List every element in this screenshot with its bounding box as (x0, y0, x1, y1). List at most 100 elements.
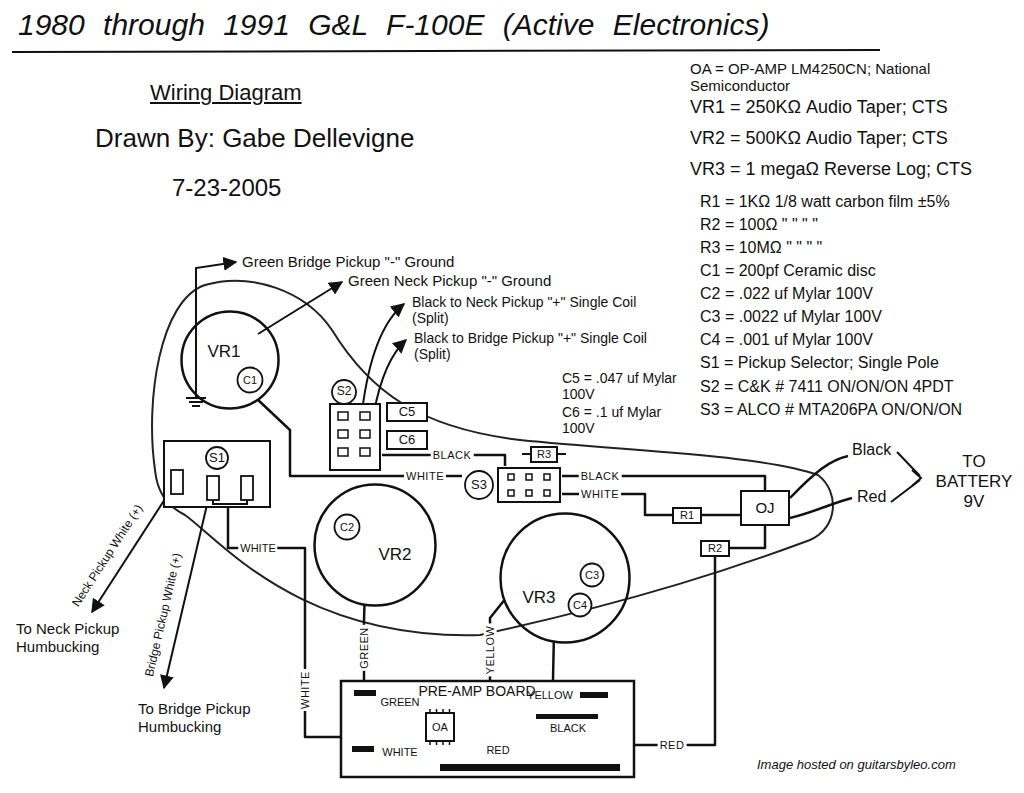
wire-color-label: WHITE (238, 542, 277, 555)
potentiometer-outline (499, 512, 631, 644)
part-body (426, 713, 454, 741)
node-label: R1 (680, 509, 694, 522)
node-label: VR2 (378, 545, 411, 565)
part-body (241, 476, 253, 500)
part-body (701, 541, 729, 556)
callout-text: Bridge Pickup White (+) (143, 552, 185, 678)
part-body (741, 491, 789, 525)
node-label: S3 (471, 478, 487, 493)
solder-pad (354, 690, 376, 696)
output-jack: OJ (740, 490, 790, 526)
wire-color-label: BLACK (579, 470, 622, 483)
callout-text: Green Neck Pickup "-" Ground (348, 272, 551, 289)
wire-color-label: RED (658, 739, 687, 752)
parts-list-entry: C2 = .022 uf Mylar 100V (700, 285, 873, 303)
part-body (171, 470, 183, 494)
wire (258, 400, 462, 476)
wire-color-label: BLACK (431, 449, 474, 462)
parts-list-entry: C4 = .001 uf Mylar 100V (700, 331, 873, 349)
part-body (531, 447, 557, 462)
capacitor: C5 (386, 402, 428, 422)
node-label: BLACK (550, 722, 586, 735)
node-label: R3 (537, 448, 551, 461)
leader-line (258, 282, 342, 334)
part-body (544, 474, 550, 480)
parts-list-entry: C6 = .1 uf Mylar 100V (562, 404, 694, 436)
node-label: C6 (399, 433, 416, 448)
solder-pad (536, 714, 598, 719)
parts-list-entry: R1 = 1KΩ 1/8 watt carbon film ±5% (700, 193, 950, 211)
part-detail (429, 709, 431, 745)
capacitor: C3 (579, 562, 605, 588)
switch-4pdt: S2 (328, 378, 382, 472)
node-label: R2 (708, 542, 722, 555)
wire (635, 557, 715, 745)
part-circle (569, 594, 592, 617)
node-label: OA (432, 721, 448, 734)
mini-toggle-switch: S3 (462, 466, 562, 504)
part-circle (465, 471, 493, 499)
part-body (673, 508, 701, 523)
parts-list-entry: VR3 = 1 megaΩ Reverse Log; CTS (690, 159, 972, 180)
wire-color-label: WHITE (579, 488, 621, 501)
battery-wire (790, 456, 848, 498)
parts-list-entry: S2 = C&K # 7411 ON/ON/ON 4PDT (700, 378, 954, 396)
node-label: C5 (399, 405, 416, 420)
resistor: R1 (672, 507, 702, 524)
capacitor: C1 (236, 366, 264, 394)
resistor: R2 (700, 540, 730, 557)
node-label: RED (486, 744, 509, 757)
parts-list-entry: C5 = .047 uf Mylar 100V (562, 370, 694, 402)
callout-text: Black to Neck Pickup "+" Single Coil (Sp… (412, 294, 652, 326)
solder-pad (580, 692, 608, 698)
part-circle (501, 514, 630, 643)
parts-list-entry: R3 = 10MΩ " " " " (700, 239, 822, 257)
potentiometer: VR3 C3C4 (499, 512, 631, 644)
part-circle (332, 380, 356, 404)
author-credit: Drawn By: Gabe Dellevigne (95, 124, 414, 154)
part-detail (449, 709, 451, 745)
callout-text: Green Bridge Pickup "-" Ground (242, 253, 454, 270)
node-label: YELLOW (527, 689, 573, 702)
battery-wire (790, 498, 852, 518)
part-body (498, 468, 560, 502)
part-body (338, 430, 348, 438)
leader-line (196, 262, 236, 398)
preamp-board: PRE-AMP BOARDGREENYELLOWBLACKWHITEREDOA (340, 680, 635, 778)
wire (702, 514, 740, 517)
battery-pointer-head (912, 470, 921, 486)
wire-color-label: GREEN (358, 625, 371, 671)
part-circle (335, 515, 360, 540)
watermark: Image hosted on guitarsbyleo.com (757, 758, 956, 773)
leader-line (374, 340, 406, 412)
parts-list-entry: S3 = ALCO # MTA206PA ON/ON/ON (700, 401, 962, 419)
node-label: VR1 (207, 342, 240, 362)
part-body (207, 476, 219, 500)
capacitor: C4 (567, 592, 593, 618)
date: 7-23-2005 (172, 174, 281, 202)
part-circle (182, 312, 279, 409)
parts-list-entry: OA = OP-AMP LM4250CN; National Semicondu… (690, 60, 990, 94)
potentiometer: VR2 C2 (313, 483, 437, 607)
part-body (544, 490, 550, 496)
part-body (526, 474, 532, 480)
title-underline (12, 50, 880, 52)
part-body (338, 412, 348, 420)
parts-list-entry: S1 = Pickup Selector; Single Pole (700, 354, 939, 372)
part-body (508, 474, 514, 480)
node-label: C1 (243, 374, 257, 387)
potentiometer-outline (313, 483, 437, 607)
node-label: VR3 (522, 588, 555, 608)
callout-text: To Neck Pickup Humbucking (16, 620, 148, 656)
part-body (164, 441, 270, 507)
node-label: C2 (340, 521, 354, 534)
part-body (338, 448, 348, 456)
parts-list-entry: VR2 = 500KΩ Audio Taper; CTS (690, 128, 948, 149)
node-label: PRE-AMP BOARD (418, 683, 535, 699)
part-body (360, 412, 370, 420)
part-body (508, 490, 514, 496)
part-body (526, 490, 532, 496)
wire-color-label: Black (852, 441, 891, 459)
parts-list-entry: C1 = 200pf Ceramic disc (700, 262, 876, 280)
